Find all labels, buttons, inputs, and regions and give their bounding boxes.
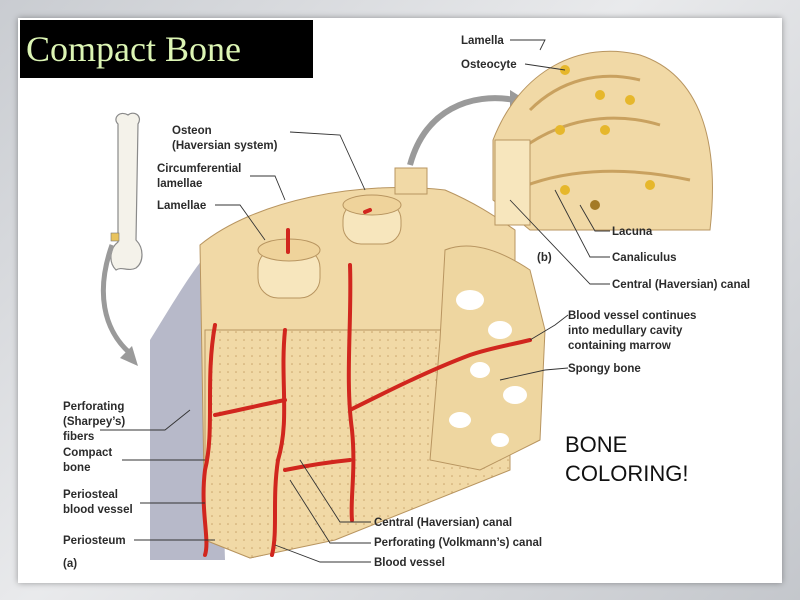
label-circumferential-sub: lamellae <box>157 178 202 190</box>
panel-b-detail <box>493 51 712 230</box>
note-line-1: BONE <box>565 430 745 459</box>
label-central-canal-a: Central (Haversian) canal <box>374 517 512 529</box>
label-osteon: Osteon <box>172 125 212 137</box>
label-panel-b: (b) <box>537 252 552 264</box>
label-central-canal-b: Central (Haversian) canal <box>612 279 750 291</box>
label-canaliculus: Canaliculus <box>612 252 677 264</box>
label-compact-bone: Compact <box>63 447 112 459</box>
label-compact-bone-2: bone <box>63 462 90 474</box>
label-perforating-canal: Perforating (Volkmann’s) canal <box>374 537 542 549</box>
label-blood-vessel-continues-2: into medullary cavity <box>568 325 683 337</box>
label-blood-vessel-continues-3: containing marrow <box>568 340 671 352</box>
label-blood-vessel: Blood vessel <box>374 557 445 569</box>
label-osteon-sub: (Haversian system) <box>172 140 278 152</box>
slide-title: Compact Bone <box>20 20 313 78</box>
label-panel-a: (a) <box>63 558 77 570</box>
spongy-bone <box>430 246 545 470</box>
note-line-2: COLORING! <box>565 459 745 488</box>
label-lamellae: Lamellae <box>157 200 206 212</box>
label-osteocyte: Osteocyte <box>461 59 517 71</box>
label-periosteum: Periosteum <box>63 535 126 547</box>
label-lacuna: Lacuna <box>612 226 653 238</box>
label-periosteal-vessel-2: blood vessel <box>63 504 133 516</box>
label-perforating-fibers-2: (Sharpey’s) <box>63 416 125 428</box>
label-perforating-fibers-3: fibers <box>63 431 94 443</box>
label-perforating-fibers: Perforating <box>63 401 124 413</box>
label-blood-vessel-continues: Blood vessel continues <box>568 310 696 322</box>
label-circumferential: Circumferential <box>157 163 241 175</box>
label-periosteal-vessel: Periosteal <box>63 489 118 501</box>
label-lamella: Lamella <box>461 35 504 47</box>
bone-coloring-note: BONE COLORING! <box>565 430 745 488</box>
femur-illustration <box>111 113 142 270</box>
label-spongy-bone: Spongy bone <box>568 363 641 375</box>
